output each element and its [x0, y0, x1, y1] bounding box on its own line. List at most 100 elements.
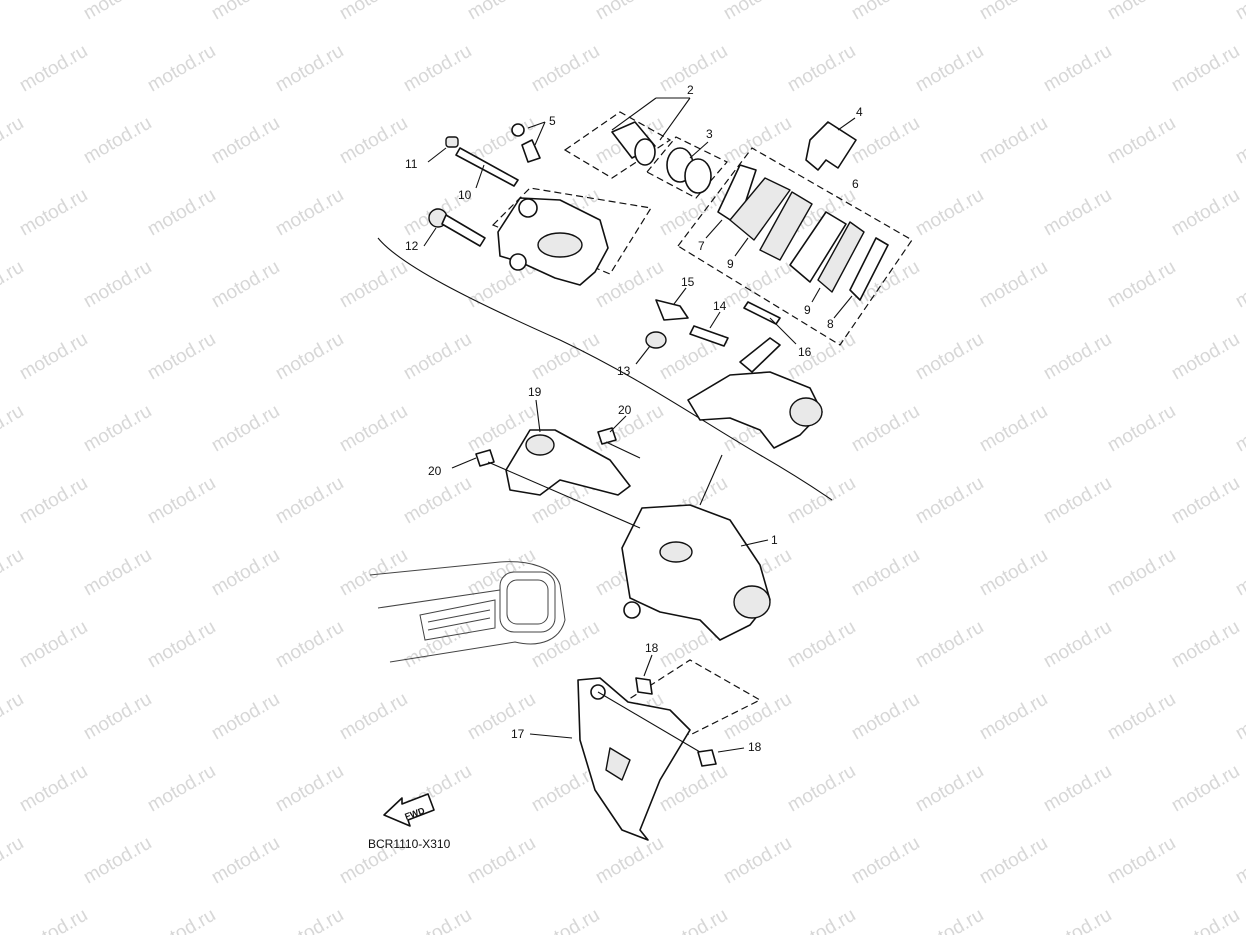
- callout-20-upper: 20: [618, 403, 632, 417]
- watermark-text: motod.ru: [208, 401, 283, 457]
- watermark-text: motod.ru: [976, 257, 1051, 313]
- guard-bolt-lower: [697, 749, 717, 767]
- callout-9-upper: 9: [727, 257, 734, 271]
- caliper-body-exploded: [497, 197, 609, 286]
- exploded-view-boundary: [377, 237, 833, 501]
- watermark-text: motod.ru: [208, 113, 283, 169]
- watermark-text: motod.ru: [1040, 473, 1115, 529]
- watermark-text: motod.ru: [1104, 257, 1179, 313]
- watermark-text: motod.ru: [464, 0, 539, 24]
- watermark-text: motod.ru: [528, 905, 603, 935]
- watermark-text: motod.ru: [400, 617, 475, 673]
- watermark-text: motod.ru: [464, 689, 539, 745]
- watermark-text: motod.ru: [912, 761, 987, 817]
- watermark-text: motod.ru: [976, 401, 1051, 457]
- watermark-text: motod.ru: [208, 545, 283, 601]
- callout-6: 6: [852, 177, 859, 191]
- callout-2: 2: [687, 83, 694, 97]
- watermark-text: motod.ru: [0, 401, 27, 457]
- watermark-text: motod.ru: [1168, 761, 1243, 817]
- watermark-text: motod.ru: [912, 905, 987, 935]
- watermark-text: motod.ru: [208, 833, 283, 889]
- watermark-text: motod.ru: [784, 905, 859, 935]
- watermark-text: motod.ru: [1040, 761, 1115, 817]
- watermark-text: motod.ru: [1168, 185, 1243, 241]
- watermark-text: motod.ru: [720, 0, 795, 24]
- watermark-text: motod.ru: [336, 0, 411, 24]
- watermark-text: motod.ru: [80, 545, 155, 601]
- callout-13: 13: [617, 364, 631, 378]
- watermark-text: motod.ru: [1104, 0, 1179, 24]
- watermark-text: motod.ru: [272, 329, 347, 385]
- callout-15: 15: [681, 275, 695, 289]
- watermark-text: motod.ru: [400, 41, 475, 97]
- watermark-text: motod.ru: [16, 41, 91, 97]
- watermark-text: motod.ru: [848, 545, 923, 601]
- watermark-text: motod.ru: [912, 617, 987, 673]
- callout-19: 19: [528, 385, 542, 399]
- watermark-text: motod.ru: [144, 761, 219, 817]
- watermark-text: motod.ru: [1168, 473, 1243, 529]
- pad-pin-plug: [445, 136, 459, 148]
- watermark-text: motod.ru: [912, 473, 987, 529]
- watermark-text: motod.ru: [1232, 833, 1246, 889]
- watermark-text: motod.ru: [16, 473, 91, 529]
- watermark-text: motod.ru: [144, 473, 219, 529]
- watermark-text: motod.ru: [0, 0, 27, 24]
- watermark-text: motod.ru: [1040, 185, 1115, 241]
- bleed-screw: [511, 123, 541, 163]
- caliper-bracket-exploded: [687, 337, 823, 449]
- watermark-text: motod.ru: [80, 0, 155, 24]
- watermark-text: motod.ru: [272, 473, 347, 529]
- watermark-text: motod.ru: [1104, 689, 1179, 745]
- watermark-text: motod.ru: [336, 257, 411, 313]
- watermark-text: motod.ru: [16, 617, 91, 673]
- callout-18-lower: 18: [748, 740, 762, 754]
- watermark-text: motod.ru: [784, 329, 859, 385]
- callout-1: 1: [771, 533, 778, 547]
- watermark-text: motod.ru: [1040, 329, 1115, 385]
- watermark-text: motod.ru: [336, 545, 411, 601]
- watermark-text: motod.ru: [0, 689, 27, 745]
- watermark-text: motod.ru: [0, 113, 27, 169]
- caliper-piston: [611, 121, 656, 166]
- pad-spring: [805, 121, 857, 171]
- watermark-text: motod.ru: [976, 113, 1051, 169]
- watermark-text: motod.ru: [144, 41, 219, 97]
- watermark-text: motod.ru: [848, 689, 923, 745]
- watermark-text: motod.ru: [1168, 41, 1243, 97]
- watermark-text: motod.ru: [1040, 617, 1115, 673]
- watermark-text: motod.ru: [848, 0, 923, 24]
- callout-20-lower: 20: [428, 464, 442, 478]
- watermark-text: motod.ru: [1104, 833, 1179, 889]
- swingarm-ghost-outline: [369, 561, 566, 663]
- callout-3: 3: [706, 127, 713, 141]
- sleeve: [655, 299, 689, 321]
- watermark-text: motod.ru: [1168, 617, 1243, 673]
- watermark-text: motod.ru: [16, 185, 91, 241]
- callout-8: 8: [827, 317, 834, 331]
- caliper-assembly: [621, 504, 771, 641]
- watermark-text: motod.ru: [1104, 113, 1179, 169]
- watermark-text: motod.ru: [16, 761, 91, 817]
- bracket-pin: [689, 325, 729, 347]
- watermark-text: motod.ru: [1104, 401, 1179, 457]
- watermark-text: motod.ru: [80, 401, 155, 457]
- watermark-text: motod.ru: [1232, 689, 1246, 745]
- watermark-text: motod.ru: [848, 833, 923, 889]
- pad-kit-group-box: [677, 147, 913, 346]
- watermark-text: motod.ru: [720, 113, 795, 169]
- watermark-text: motod.ru: [400, 905, 475, 935]
- seal-kit-group-box: [646, 136, 728, 199]
- watermark-text: motod.ru: [272, 617, 347, 673]
- pad-pin: [455, 147, 519, 187]
- watermark-text: motod.ru: [336, 689, 411, 745]
- callout-5: 5: [549, 114, 556, 128]
- watermark-text: motod.ru: [912, 329, 987, 385]
- watermark-text: motod.ru: [848, 401, 923, 457]
- watermark-text: motod.ru: [144, 905, 219, 935]
- watermark-text: motod.ru: [0, 545, 27, 601]
- watermark-text: motod.ru: [1168, 905, 1243, 935]
- piston-seal-group-box: [563, 111, 672, 179]
